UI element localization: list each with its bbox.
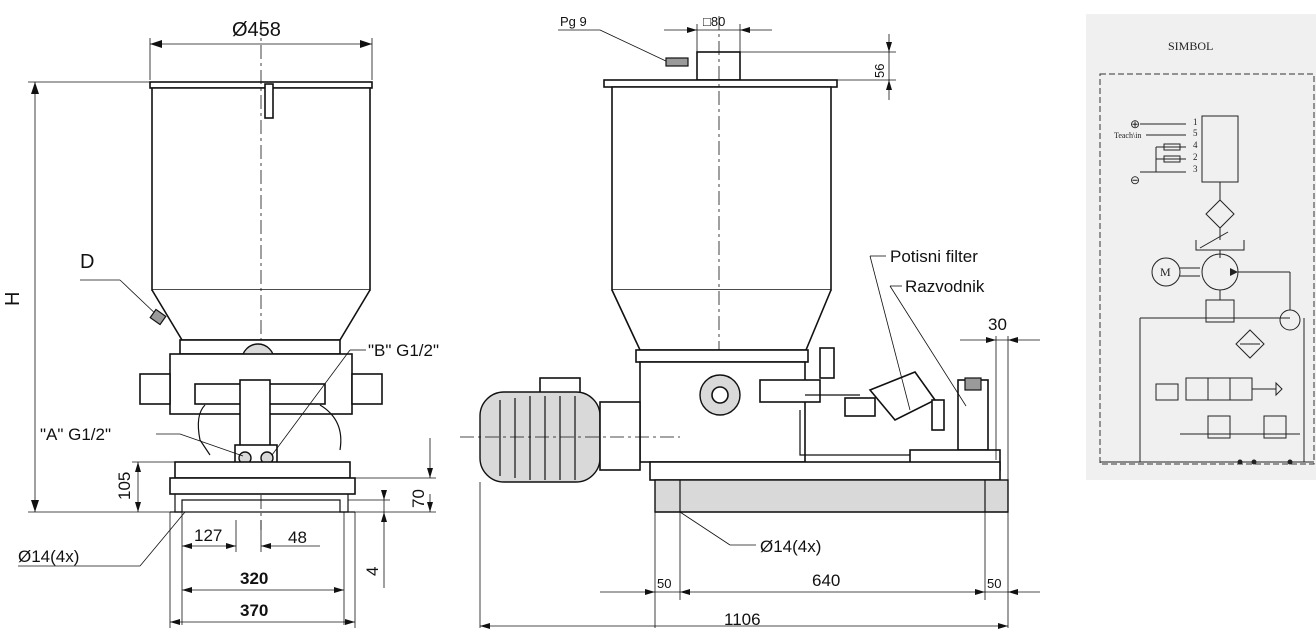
pin-1: 1 xyxy=(1193,117,1198,127)
pin-2: 2 xyxy=(1193,152,1198,162)
symbol-panel: SIMBOL ⊕ Teach\in ⊖ 1 5 4 2 3 M xyxy=(1086,14,1316,480)
label-port-b: "B" G1/2" xyxy=(368,341,439,360)
dim-square-80: □80 xyxy=(703,14,725,29)
dim-56: 56 xyxy=(872,64,887,78)
symbol-motor: M xyxy=(1160,265,1171,279)
dim-370: 370 xyxy=(240,601,268,620)
label-port-a: "A" G1/2" xyxy=(40,425,111,444)
symbol-title: SIMBOL xyxy=(1168,39,1213,53)
dim-320: 320 xyxy=(240,569,268,588)
dim-127: 127 xyxy=(194,526,222,545)
dim-height-h: H xyxy=(2,292,24,306)
dim-1106: 1106 xyxy=(724,610,761,629)
dim-hole-left: Ø14(4x) xyxy=(18,547,79,566)
dim-105: 105 xyxy=(115,472,134,500)
symbol-minus: ⊖ xyxy=(1130,173,1140,187)
label-pressure-filter: Potisni filter xyxy=(890,247,978,266)
label-pg9: Pg 9 xyxy=(560,14,587,29)
dim-30: 30 xyxy=(988,315,1007,334)
dim-hole-right: Ø14(4x) xyxy=(760,537,821,556)
dim-70: 70 xyxy=(409,489,428,508)
pin-5: 5 xyxy=(1193,128,1198,138)
label-distributor: Razvodnik xyxy=(905,277,985,296)
dim-640: 640 xyxy=(812,571,840,590)
symbol-plus: ⊕ xyxy=(1130,117,1140,131)
dim-48: 48 xyxy=(288,528,307,547)
dim-diameter-458: Ø458 xyxy=(232,19,281,41)
dim-50-right: 50 xyxy=(987,576,1001,591)
label-d: D xyxy=(80,251,94,273)
dim-50-left: 50 xyxy=(657,576,671,591)
right-view: Pg 9 □80 56 xyxy=(460,14,1040,629)
pin-4: 4 xyxy=(1193,140,1198,150)
symbol-teach-label: Teach\in xyxy=(1114,131,1141,140)
left-view: Ø458 H D "B" xyxy=(2,19,439,628)
dim-4: 4 xyxy=(363,567,382,576)
pin-3: 3 xyxy=(1193,164,1198,174)
